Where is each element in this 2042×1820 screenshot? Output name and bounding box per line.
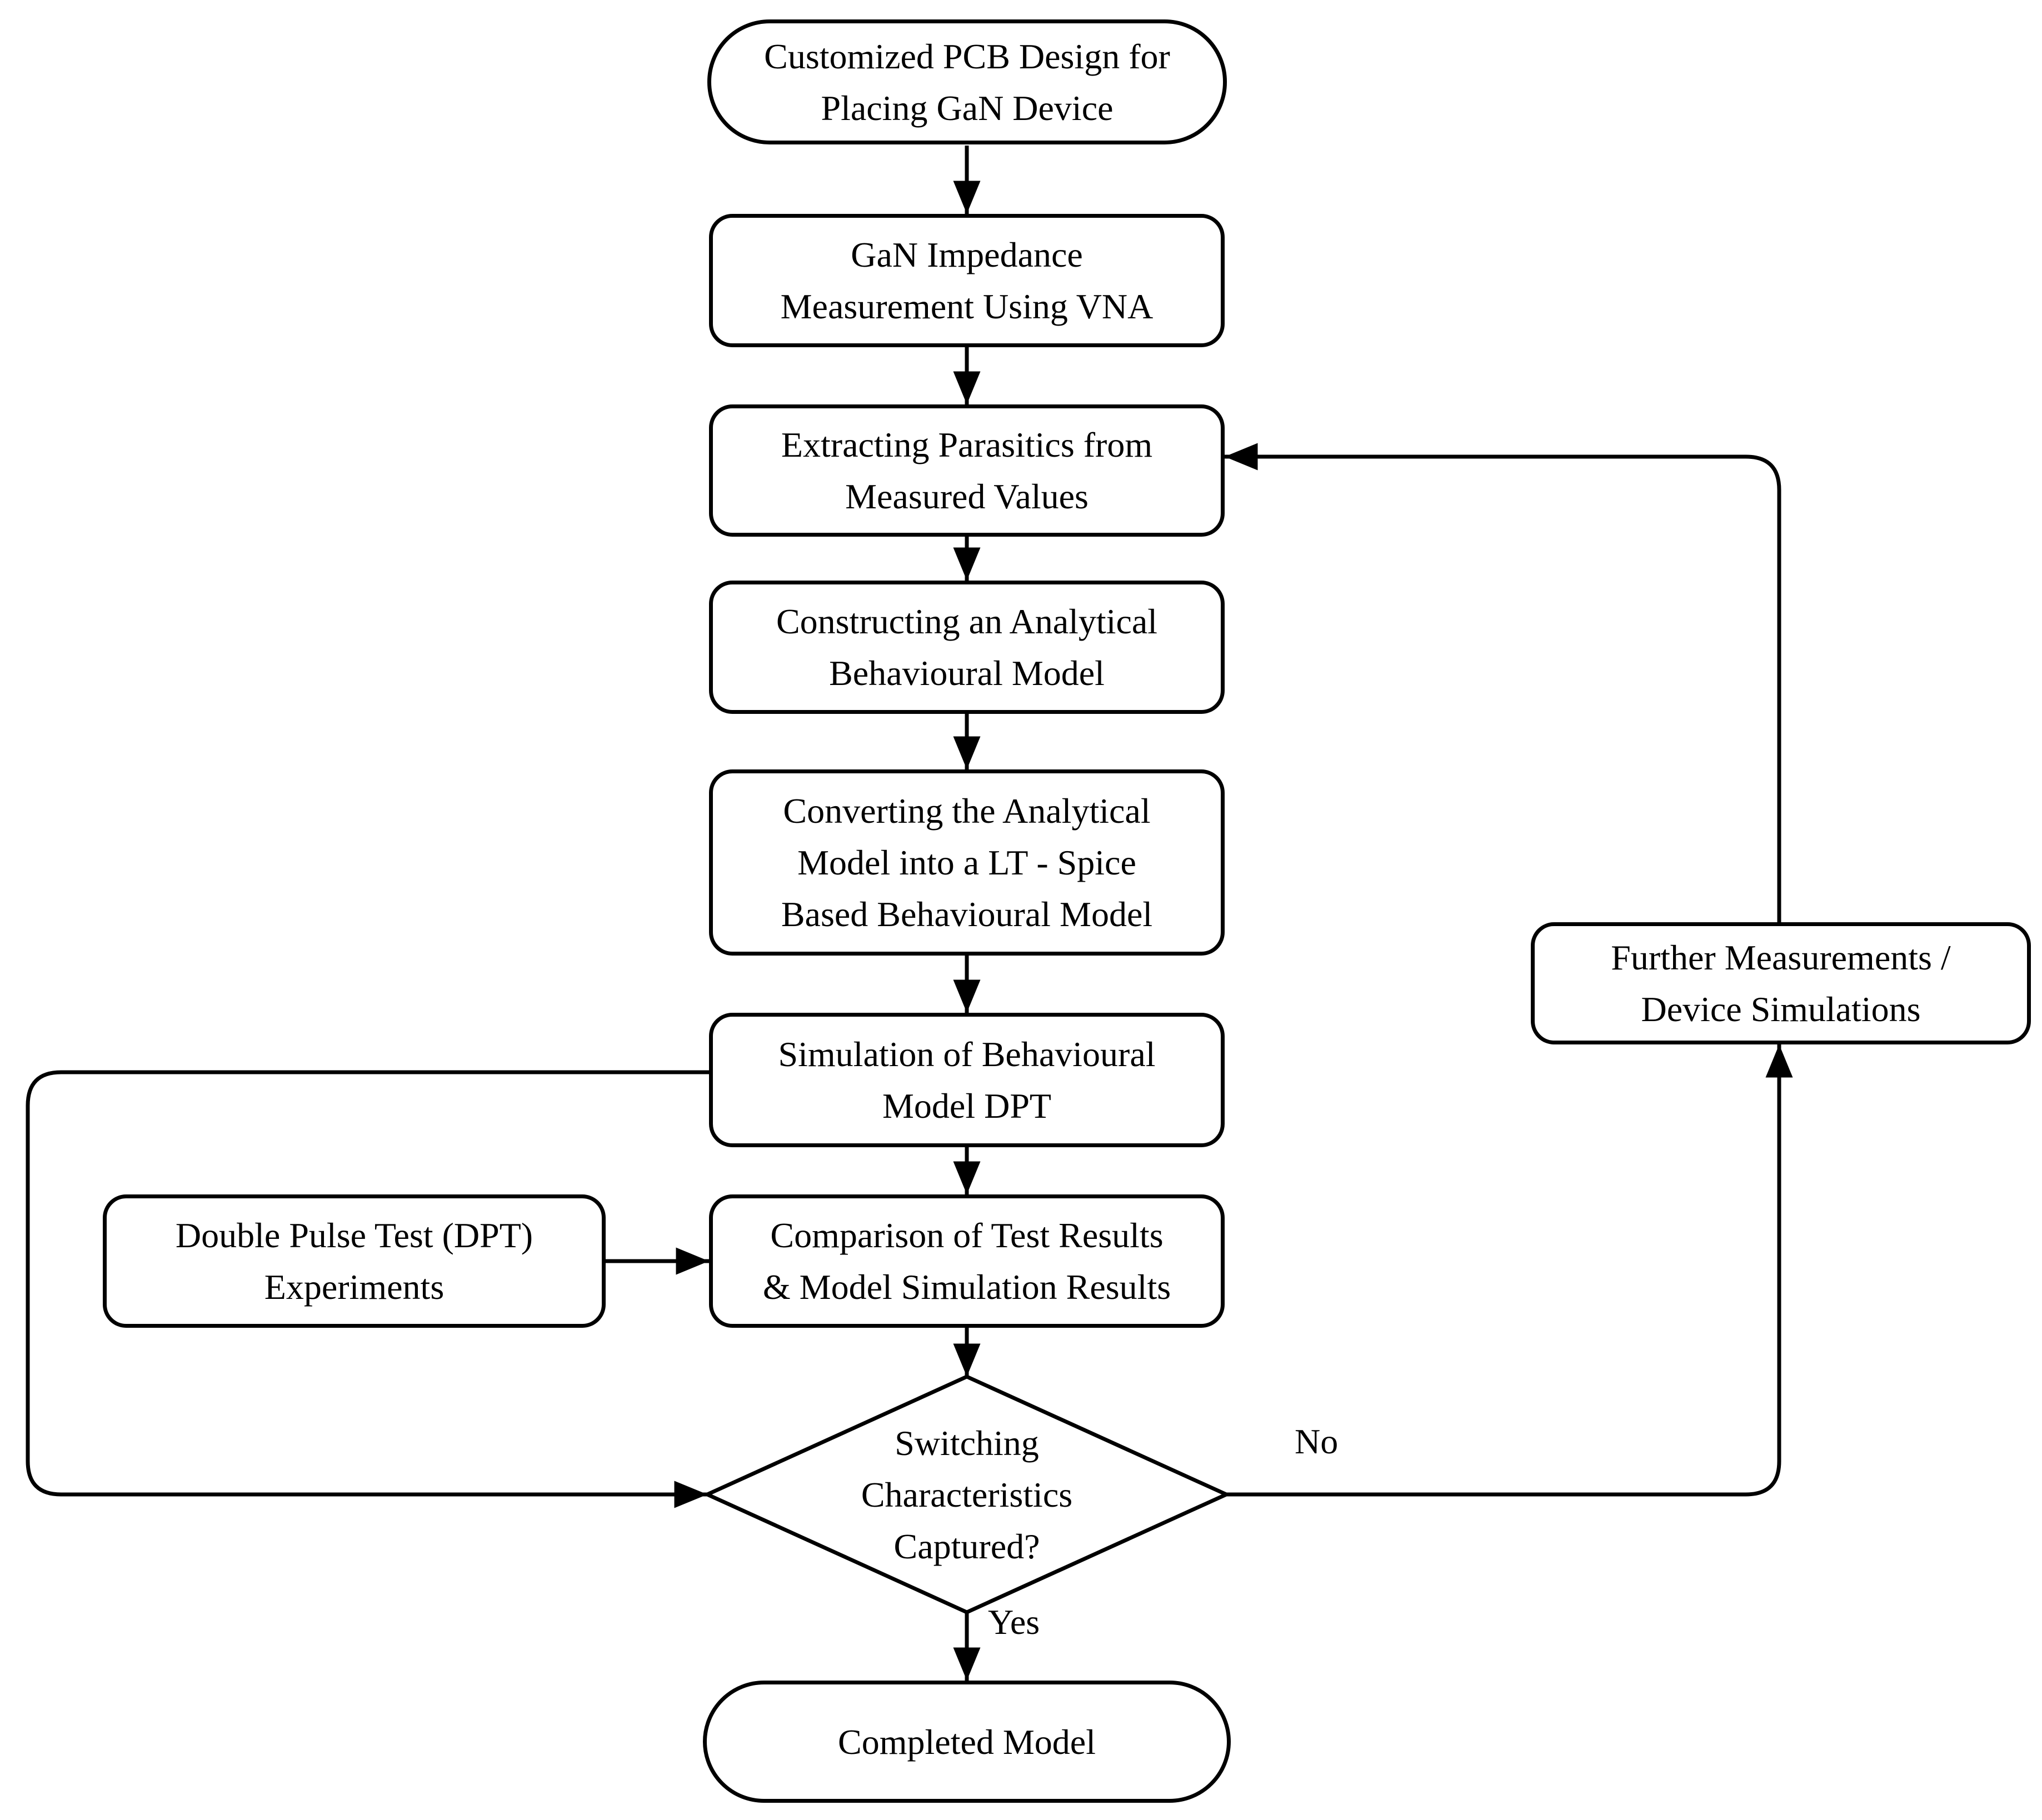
edge-label-no: No	[1295, 1422, 1339, 1461]
node-analytical-model: Constructing an Analytical Behavioural M…	[709, 581, 1225, 714]
node-decision-label: Switching Characteristics Captured?	[861, 1423, 1073, 1566]
edge-label-yes: Yes	[988, 1602, 1040, 1642]
edge-simulation-loop-to-decision	[26, 1070, 709, 1508]
node-pcb-design: Customized PCB Design for Placing GaN De…	[707, 19, 1227, 144]
node-comparison: Comparison of Test Results & Model Simul…	[709, 1194, 1225, 1328]
node-completed-model: Completed Model	[703, 1681, 1231, 1803]
node-simulation-dpt: Simulation of Behavioural Model DPT	[709, 1013, 1225, 1147]
node-ltspice-model: Converting the Analytical Model into a L…	[709, 769, 1225, 956]
decision-diamond-shape	[702, 1374, 1231, 1614]
node-further-measurements: Further Measurements / Device Simulation…	[1531, 922, 2031, 1044]
node-dpt-experiments: Double Pulse Test (DPT) Experiments	[103, 1194, 606, 1328]
node-impedance-measurement: GaN Impedance Measurement Using VNA	[709, 214, 1225, 347]
edge-no-to-further	[1226, 1044, 1793, 1497]
node-extract-parasitics: Extracting Parasitics from Measured Valu…	[709, 404, 1225, 537]
edge-further-to-extract	[1225, 443, 1781, 922]
